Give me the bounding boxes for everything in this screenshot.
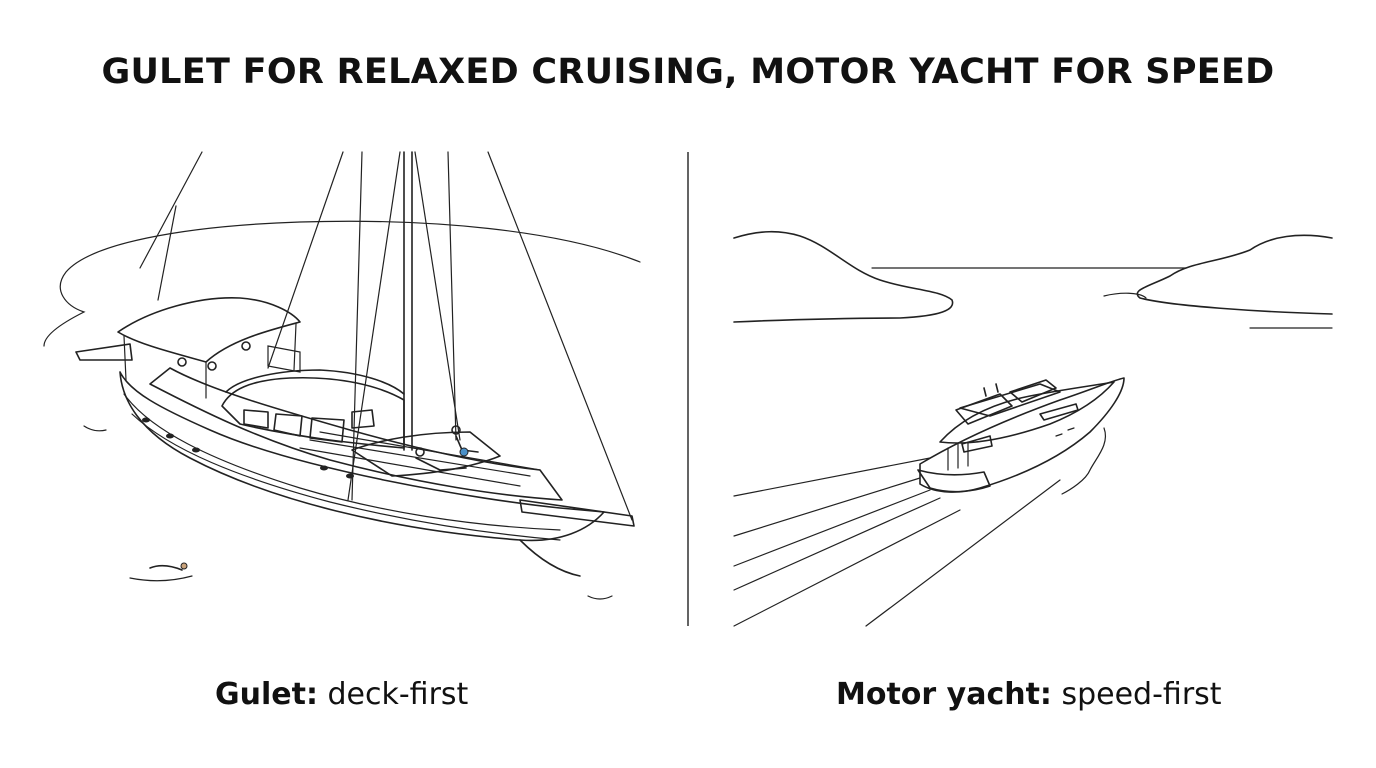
motor-yacht-caption-text: speed-first	[1051, 677, 1222, 712]
motor-yacht-caption-label: Motor yacht:	[836, 677, 1052, 712]
gulet-illustration	[43, 151, 641, 600]
page-title: GULET FOR RELAXED CRUISING, MOTOR YACHT …	[101, 52, 1275, 92]
gulet-caption-label: Gulet:	[215, 677, 318, 712]
gulet-caption-text: deck-first	[317, 677, 469, 712]
motor-yacht-caption: Motor yacht: speed-first	[836, 677, 1222, 712]
motor-yacht-illustration	[733, 230, 1333, 627]
gulet-caption: Gulet: deck-first	[215, 677, 468, 712]
